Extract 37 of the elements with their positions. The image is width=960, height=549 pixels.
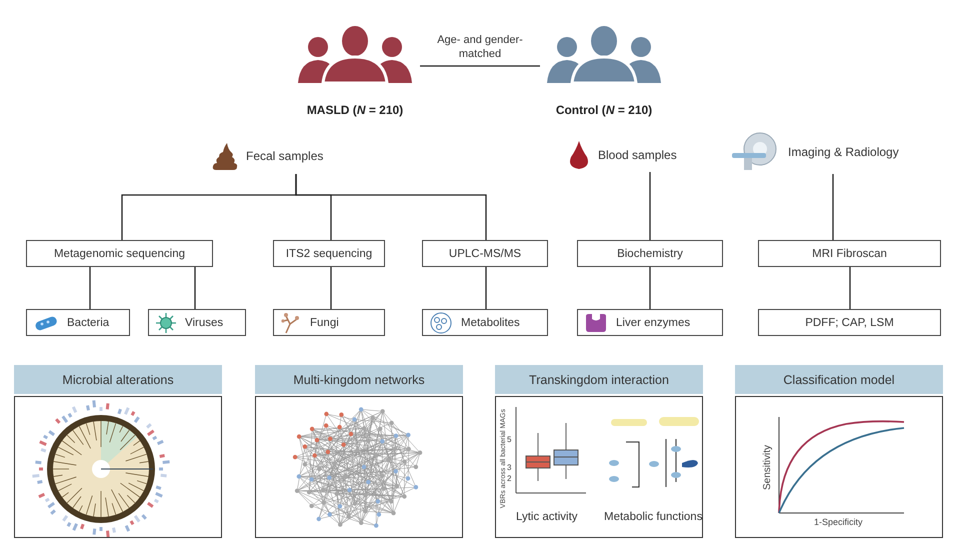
panel-header: Transkingdom interaction: [495, 365, 703, 394]
sample-type-box: Fungi: [273, 309, 385, 336]
cohort-label: Control (N = 210): [554, 103, 654, 117]
sample-type-box: Liver enzymes: [577, 309, 723, 336]
connector-line: [194, 267, 196, 309]
connector-line: [420, 65, 540, 67]
connector-line: [849, 267, 851, 309]
cohort-label: MASLD (N = 210): [306, 103, 404, 117]
connector-line: [485, 267, 487, 309]
method-box: Metagenomic sequencing: [26, 240, 213, 267]
method-box: UPLC-MS/MS: [422, 240, 548, 267]
tick-label: 2: [507, 474, 512, 483]
method-box: PDFF; CAP, LSM: [758, 309, 941, 336]
method-box: MRI Fibroscan: [758, 240, 941, 267]
sample-type-box: Bacteria: [26, 309, 130, 336]
panel-header: Classification model: [735, 365, 943, 394]
panel-caption: Metabolic functions: [604, 511, 702, 523]
axis-title: Sensitivity: [762, 445, 773, 490]
connector-line: [832, 174, 834, 240]
connector-line: [649, 267, 651, 309]
panel-caption: Lytic activity: [516, 511, 578, 523]
sample-label: Blood samples: [598, 148, 677, 162]
sample-type-box: Metabolites: [422, 309, 548, 336]
method-box: ITS2 sequencing: [273, 240, 385, 267]
sample-label: Imaging & Radiology: [788, 145, 899, 159]
panel-header: Microbial alterations: [14, 365, 222, 394]
tick-label: 3: [507, 463, 512, 472]
connector-line: [295, 174, 487, 240]
connector-line: [649, 172, 651, 240]
sample-type-box: Viruses: [148, 309, 246, 336]
panel-header: Multi-kingdom networks: [255, 365, 463, 394]
axis-title: 1-Specificity: [814, 517, 863, 527]
connector-line: [330, 267, 332, 309]
tick-label: 5: [507, 435, 512, 444]
connector-line: [89, 267, 91, 309]
sample-label: Fecal samples: [246, 149, 324, 163]
method-box: Biochemistry: [577, 240, 723, 267]
